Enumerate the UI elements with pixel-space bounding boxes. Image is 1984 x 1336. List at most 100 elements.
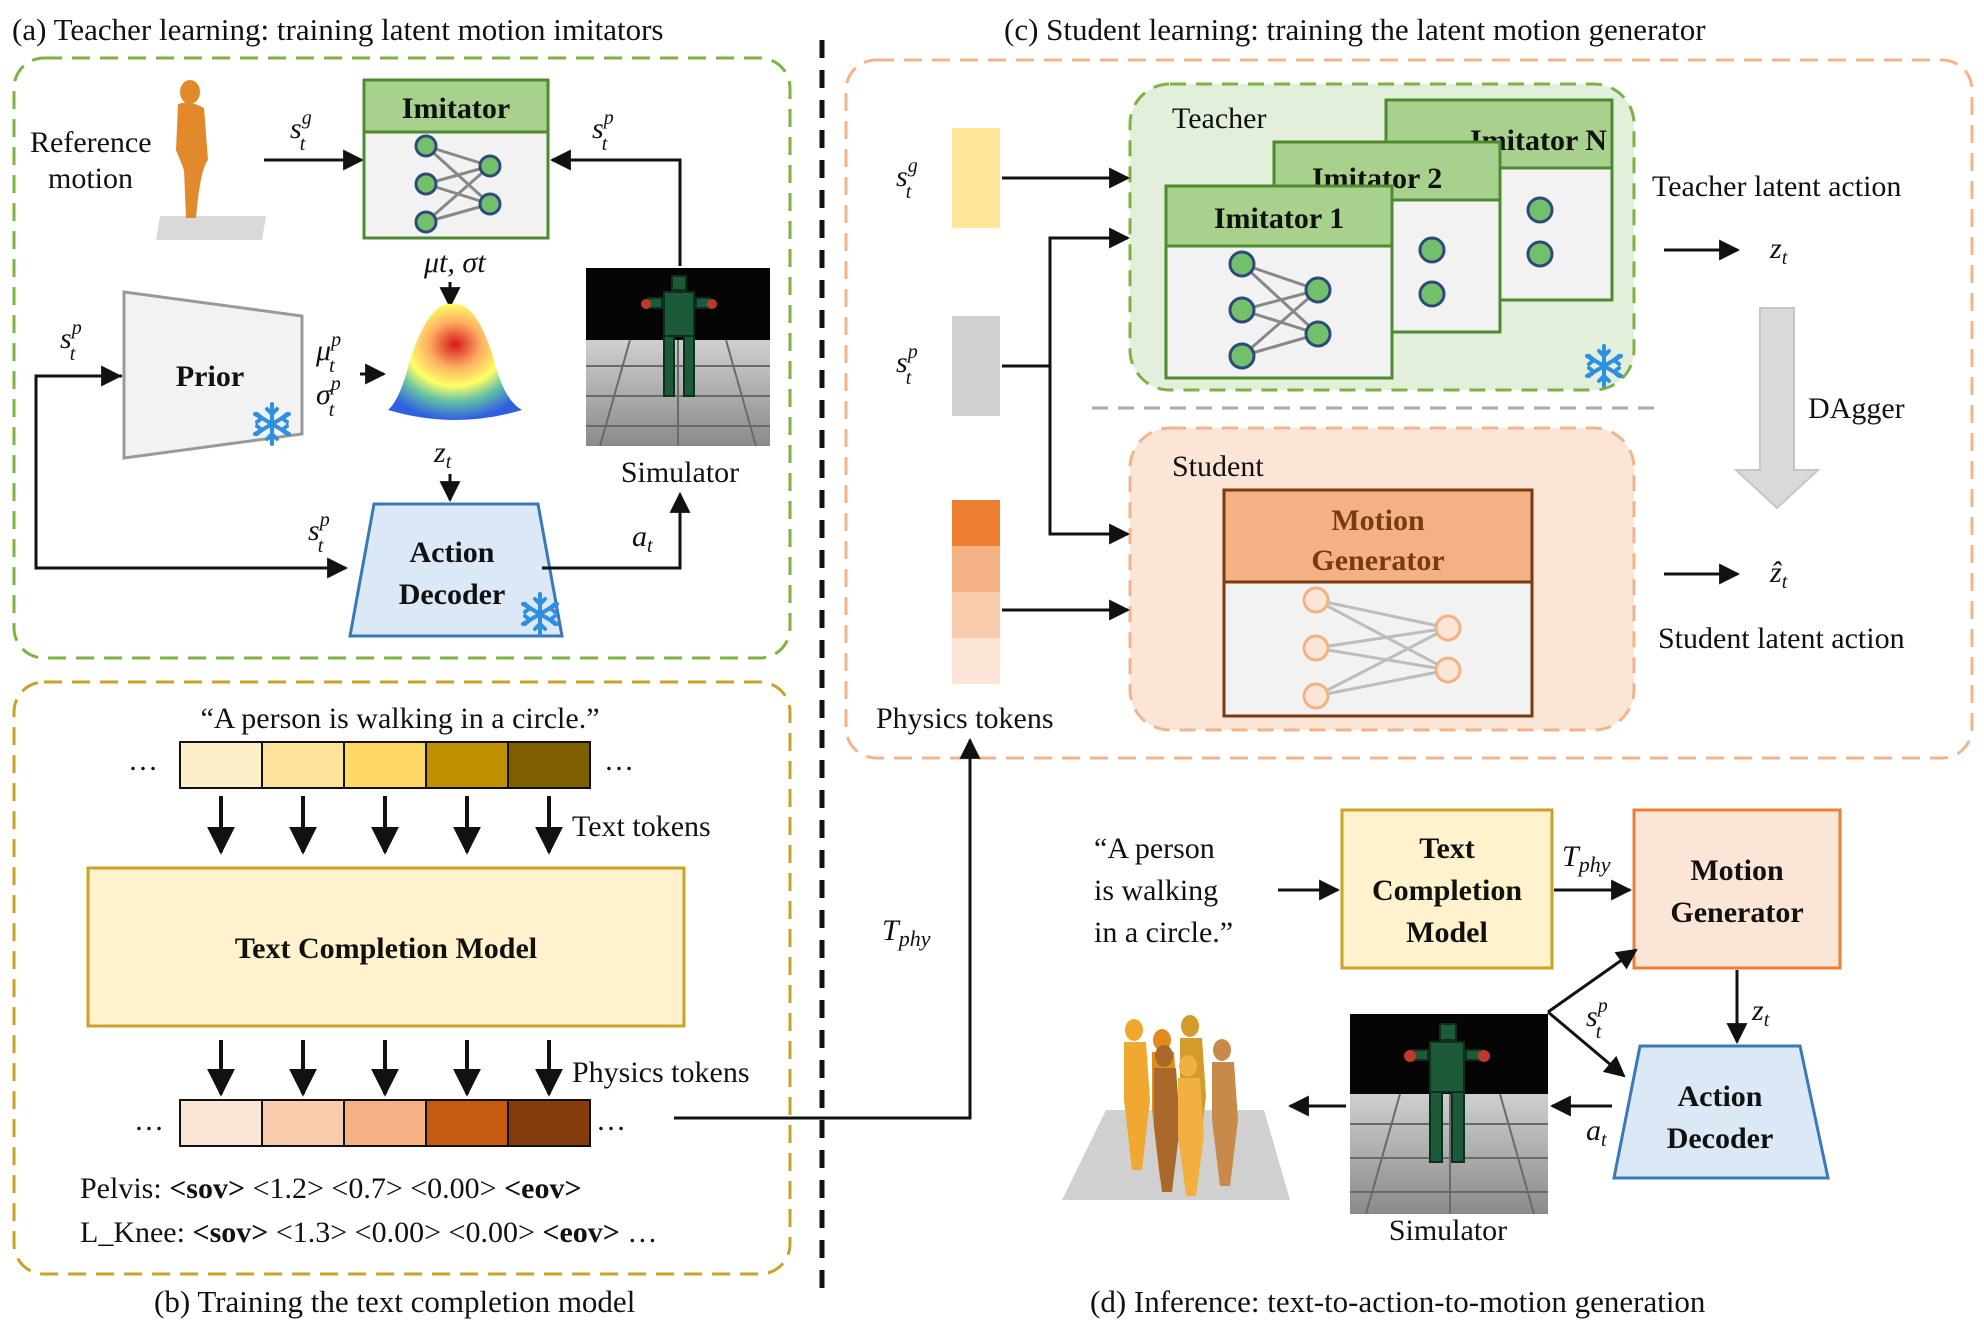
arrow-sim-to-imitator [549, 149, 682, 266]
physics-token-4 [425, 1099, 509, 1147]
imitator-box: Imitator [362, 78, 550, 240]
physics-token-column [952, 500, 1000, 684]
physics-token-1 [179, 1099, 263, 1147]
pelvis-physics-line: Pelvis: <sov> <1.2> <0.7> <0.00> <eov> [80, 1172, 582, 1205]
gaussian-distribution [388, 303, 522, 420]
motion-generator-d-line1: Motion [1690, 854, 1784, 887]
physics-token-block-3 [952, 592, 1000, 638]
action-decoder-d-line2: Decoder [1667, 1122, 1774, 1155]
label-t-phy-c: Tphy [882, 914, 931, 951]
physics-token-2 [261, 1099, 345, 1147]
panel-c-caption: (c) Student learning: training the laten… [1004, 12, 1706, 47]
physics-token-block-1 [952, 500, 1000, 546]
teacher-latent-action-label: Teacher latent action [1652, 170, 1901, 203]
action-decoder-d-line1: Action [1678, 1080, 1763, 1113]
motion-generator-c-line1: Motion [1331, 504, 1425, 537]
text-token-1 [179, 741, 263, 789]
motion-generator-box-d [1632, 808, 1842, 970]
s-g-input-block [952, 128, 1000, 228]
physics-token-3 [343, 1099, 427, 1147]
imitator-1-title: Imitator 1 [1214, 202, 1344, 235]
arrow-sp-to-student [1048, 366, 1131, 545]
physics-token-strip [179, 1099, 591, 1147]
teacher-label: Teacher [1172, 102, 1266, 135]
prompt-d-line3: in a circle.” [1094, 916, 1233, 949]
prompt-d-line1: “A person [1094, 832, 1215, 865]
panel-d-caption: (d) Inference: text-to-action-to-motion … [1090, 1284, 1706, 1319]
text-completion-model-label: Text Completion Model [235, 932, 537, 965]
label-t-phy-d: Tphy [1562, 840, 1611, 877]
physics-token-block-4 [952, 638, 1000, 684]
motion-generator-c-line2: Generator [1311, 544, 1444, 577]
text-token-4 [425, 741, 509, 789]
reference-motion-figure [156, 80, 266, 240]
panel-a-frame [12, 56, 792, 660]
physics-token-arrows [207, 1040, 563, 1097]
physics-token-block-2 [952, 546, 1000, 592]
text-completion-model-box-d [1340, 808, 1554, 970]
student-label: Student [1172, 450, 1264, 483]
prior-label: Prior [176, 360, 244, 393]
prompt-d-line2: is walking [1094, 874, 1218, 907]
simulator-image-a [586, 268, 770, 447]
action-decoder-a-line2: Decoder [399, 578, 506, 611]
panel-c-frame [844, 58, 1974, 760]
action-decoder-a-line1: Action [410, 536, 495, 569]
physics-tokens-ellipsis-left: … [134, 1104, 164, 1137]
label-z-t-c: zt [1769, 232, 1788, 269]
panel-a-caption: (a) Teacher learning: training latent mo… [12, 12, 663, 47]
motion-generator-d-line2: Generator [1670, 896, 1803, 929]
panel-b-prompt: “A person is walking in a circle.” [200, 702, 599, 735]
panel-b-caption: (b) Training the text completion model [154, 1284, 635, 1319]
physics-token-5 [507, 1099, 591, 1147]
s-p-input-block [952, 316, 1000, 416]
student-latent-action-label: Student latent action [1658, 622, 1905, 655]
imitator-title: Imitator [402, 92, 510, 125]
imitator-1-box: Imitator 1 [1164, 184, 1394, 380]
tcm-d-line3: Model [1406, 916, 1488, 949]
simulator-image-d [1350, 1014, 1548, 1215]
reference-motion-label-2: motion [48, 162, 133, 195]
text-completion-model-box [86, 866, 686, 1028]
text-token-2 [261, 741, 345, 789]
physics-tokens-label-b: Physics tokens [572, 1056, 750, 1089]
lknee-physics-line: L_Knee: <sov> <1.3> <0.00> <0.00> <eov> … [80, 1216, 657, 1249]
label-a-t-d: at [1586, 1114, 1607, 1151]
arrow-sim-to-decoder [1547, 1010, 1626, 1078]
arrow-at-to-simulator [542, 491, 691, 570]
tcm-d-line2: Completion [1372, 874, 1522, 907]
arrow-tphy-to-student [674, 737, 981, 1120]
dagger-arrow [1733, 307, 1821, 510]
label-a-t-a: at [632, 520, 653, 557]
text-token-strip [179, 741, 591, 789]
text-token-5 [507, 741, 591, 789]
label-z-t-a: zt [433, 436, 452, 473]
action-decoder-box-a [348, 502, 564, 638]
text-token-3 [343, 741, 427, 789]
reference-motion-label-1: Reference [30, 126, 152, 159]
physics-tokens-ellipsis-right: … [596, 1104, 626, 1137]
arrow-sim-to-generator [1547, 948, 1638, 1014]
text-tokens-ellipsis-left: … [128, 744, 158, 777]
tcm-d-line1: Text [1419, 832, 1475, 865]
generated-motion-figures [1062, 1015, 1290, 1200]
label-z-t-d: zt [1751, 994, 1770, 1031]
dagger-label: DAgger [1808, 392, 1905, 425]
text-tokens-label: Text tokens [572, 810, 711, 843]
simulator-label-a: Simulator [621, 456, 739, 489]
physics-tokens-label-c: Physics tokens [876, 702, 1054, 735]
text-tokens-ellipsis-right: … [604, 744, 634, 777]
simulator-label-d: Simulator [1389, 1214, 1507, 1247]
label-z-hat-t: ẑt [1769, 556, 1788, 593]
action-decoder-box-d [1612, 1044, 1830, 1180]
